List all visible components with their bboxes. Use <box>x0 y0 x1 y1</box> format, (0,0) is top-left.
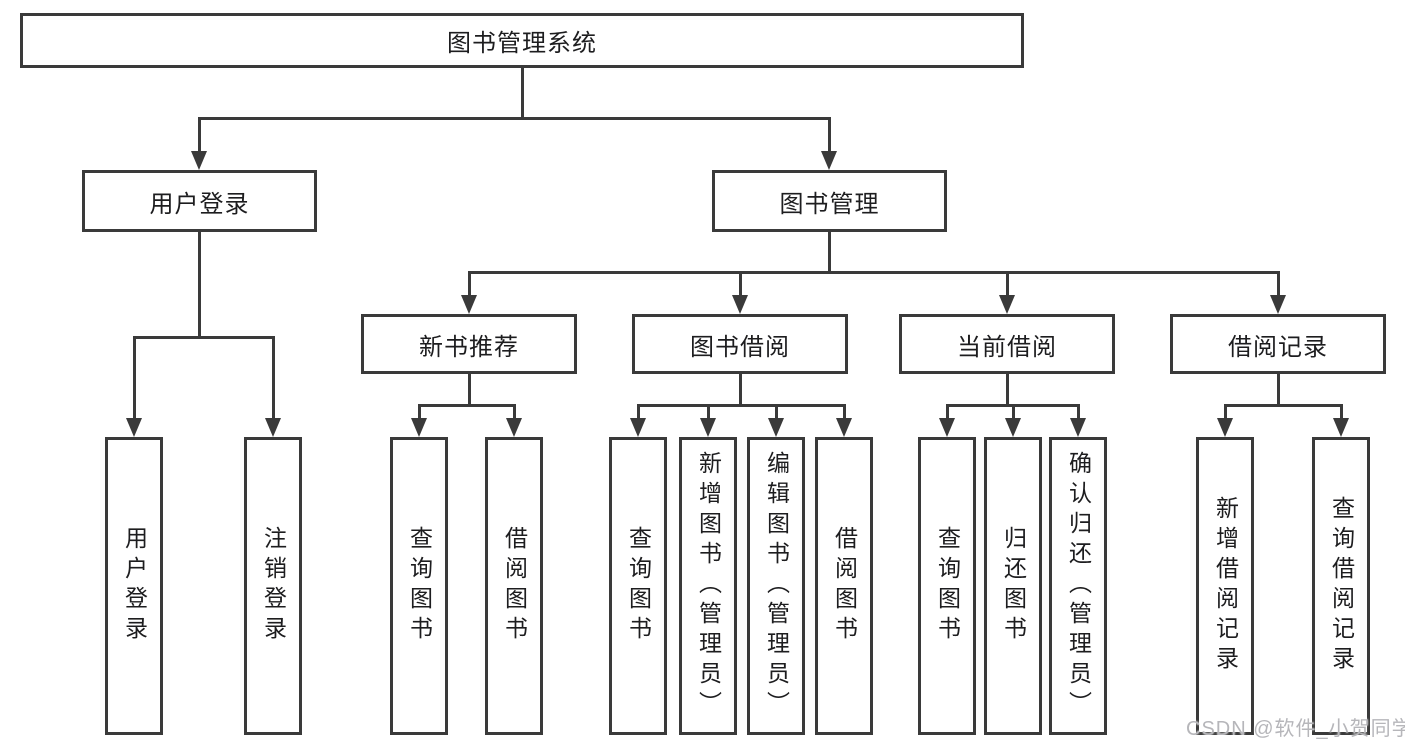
node-label: 确认归还（管理员） <box>1065 451 1092 721</box>
node-label: 用户登录 <box>121 526 148 646</box>
connector-line <box>1005 271 1009 297</box>
arrow-down-icon <box>191 151 207 170</box>
connector-line <box>467 271 1280 274</box>
connector-line <box>467 271 471 297</box>
connector-line <box>1276 271 1280 297</box>
connector-line <box>512 404 516 420</box>
connector-line <box>827 117 831 153</box>
connector-line <box>945 404 949 420</box>
arrow-down-icon <box>999 295 1015 314</box>
connector-line <box>1339 404 1343 420</box>
arrow-down-icon <box>630 418 646 437</box>
arrow-down-icon <box>126 418 142 437</box>
connector-line <box>271 336 275 420</box>
node-label: 借阅图书 <box>831 526 858 646</box>
node-book-borrowing: 图书借阅 <box>632 314 848 374</box>
connector-line <box>1276 374 1280 407</box>
connector-line <box>842 404 846 420</box>
connector-line <box>706 404 710 420</box>
node-library-system: 图书管理系统 <box>20 13 1024 68</box>
connector-line <box>132 336 275 339</box>
connector-line <box>636 404 846 407</box>
node-label: 注销登录 <box>260 526 287 646</box>
node-label: 当前借阅 <box>957 333 1057 361</box>
connector-line <box>197 117 201 153</box>
connector-line <box>774 404 778 420</box>
connector-line <box>827 232 831 274</box>
arrow-down-icon <box>700 418 716 437</box>
node-book-management: 图书管理 <box>712 170 947 232</box>
leaf-query-books-borrowing: 查询图书 <box>609 437 667 735</box>
node-label: 查询图书 <box>406 526 433 646</box>
connector-line <box>1005 374 1009 407</box>
leaf-borrow-books-recommend: 借阅图书 <box>485 437 543 735</box>
connector-line <box>417 404 516 407</box>
leaf-borrow-books: 借阅图书 <box>815 437 873 735</box>
arrow-down-icon <box>939 418 955 437</box>
connector-line <box>520 68 524 120</box>
node-current-borrowing: 当前借阅 <box>899 314 1115 374</box>
leaf-return-books: 归还图书 <box>984 437 1042 735</box>
leaf-add-borrow-record: 新增借阅记录 <box>1196 437 1254 735</box>
node-label: 借阅图书 <box>501 526 528 646</box>
leaf-query-books-current: 查询图书 <box>918 437 976 735</box>
arrow-down-icon <box>836 418 852 437</box>
arrow-down-icon <box>1070 418 1086 437</box>
node-label: 查询图书 <box>625 526 652 646</box>
connector-line <box>417 404 421 420</box>
node-new-book-recommend: 新书推荐 <box>361 314 577 374</box>
node-label: 新增借阅记录 <box>1212 496 1239 676</box>
node-label: 新书推荐 <box>419 333 519 361</box>
leaf-confirm-return-admin: 确认归还（管理员） <box>1049 437 1107 735</box>
connector-line <box>1076 404 1080 420</box>
leaf-user-login: 用户登录 <box>105 437 163 735</box>
leaf-edit-books-admin: 编辑图书（管理员） <box>747 437 805 735</box>
node-borrowing-records: 借阅记录 <box>1170 314 1386 374</box>
arrow-down-icon <box>732 295 748 314</box>
arrow-down-icon <box>1005 418 1021 437</box>
leaf-query-books-recommend: 查询图书 <box>390 437 448 735</box>
connector-line <box>1223 404 1343 407</box>
node-label: 图书管理 <box>779 190 880 218</box>
csdn-watermark: CSDN @软件_小贺同学 <box>1186 718 1405 740</box>
arrow-down-icon <box>265 418 281 437</box>
node-label: 查询借阅记录 <box>1328 496 1355 676</box>
node-label: 借阅记录 <box>1228 333 1328 361</box>
connector-line <box>197 232 201 339</box>
arrow-down-icon <box>1217 418 1233 437</box>
arrow-down-icon <box>1333 418 1349 437</box>
leaf-add-books-admin: 新增图书（管理员） <box>679 437 737 735</box>
node-label: 查询图书 <box>934 526 961 646</box>
connector-line <box>197 117 831 120</box>
connector-line <box>636 404 640 420</box>
node-label: 归还图书 <box>1000 526 1027 646</box>
arrow-down-icon <box>821 151 837 170</box>
arrow-down-icon <box>1270 295 1286 314</box>
arrow-down-icon <box>506 418 522 437</box>
connector-line <box>1223 404 1227 420</box>
node-label: 新增图书（管理员） <box>695 451 722 721</box>
connector-line <box>738 374 742 407</box>
node-label: 用户登录 <box>149 190 250 218</box>
leaf-query-borrow-record: 查询借阅记录 <box>1312 437 1370 735</box>
connector-line <box>132 336 136 420</box>
node-label: 图书借阅 <box>690 333 790 361</box>
node-label: 图书管理系统 <box>447 30 597 57</box>
connector-line <box>738 271 742 297</box>
leaf-logout: 注销登录 <box>244 437 302 735</box>
arrow-down-icon <box>768 418 784 437</box>
arrow-down-icon <box>461 295 477 314</box>
connector-line <box>1011 404 1015 420</box>
connector-line <box>467 374 471 407</box>
node-label: 编辑图书（管理员） <box>763 451 790 721</box>
arrow-down-icon <box>411 418 427 437</box>
node-user-login: 用户登录 <box>82 170 317 232</box>
